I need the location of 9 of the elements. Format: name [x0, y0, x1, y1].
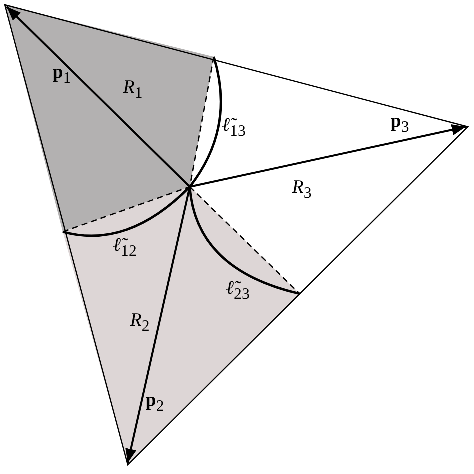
- arc-label: ℓ̃$_{12}$: [113, 236, 137, 260]
- region-label: R$_{3}$: [292, 178, 312, 202]
- vector-label: p$_{3}$: [390, 112, 410, 136]
- vector-label: p$_{1}$: [52, 63, 72, 87]
- vector-label: p$_{2}$: [146, 391, 164, 415]
- arc-label: ℓ̃$_{13}$: [222, 116, 246, 140]
- arc-label: ℓ̃$_{23}$: [226, 279, 250, 303]
- region-label: R$_{1}$: [123, 78, 143, 102]
- region-label: R$_{2}$: [130, 311, 150, 335]
